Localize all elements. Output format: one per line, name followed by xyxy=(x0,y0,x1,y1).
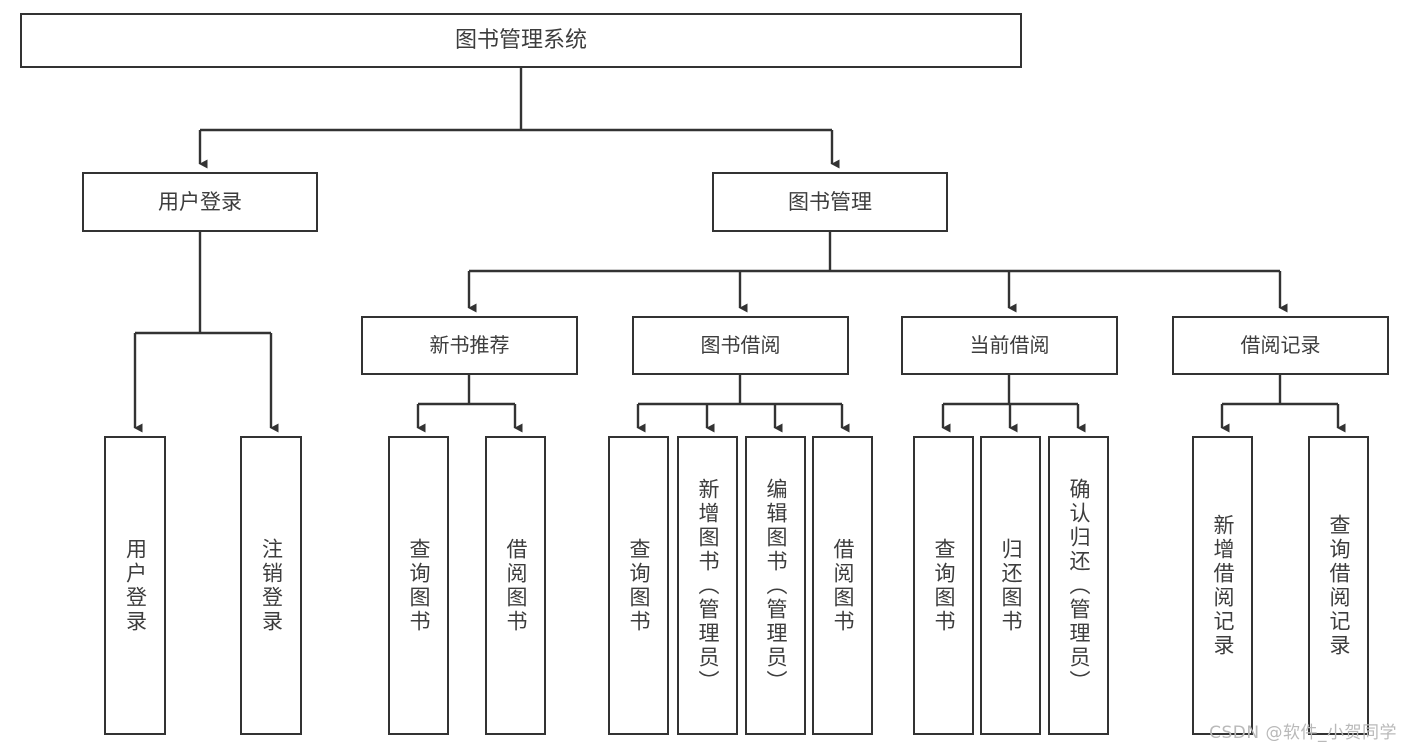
leaf-record-add[interactable]: 新增借阅记录 xyxy=(1192,436,1253,735)
leaf-recommend-query-book[interactable]: 查询图书 xyxy=(388,436,449,735)
node-user-login[interactable]: 用户登录 xyxy=(82,172,318,232)
node-current-borrow-label: 当前借阅 xyxy=(969,332,1050,357)
leaf-current-query-book[interactable]: 查询图书 xyxy=(913,436,974,735)
node-root-label: 图书管理系统 xyxy=(454,27,587,53)
leaf-borrow-query-book-label: 查询图书 xyxy=(627,537,651,634)
leaf-borrow-borrow-book[interactable]: 借阅图书 xyxy=(812,436,873,735)
leaf-user-logout-label: 注销登录 xyxy=(259,537,284,634)
leaf-record-query-label: 查询借阅记录 xyxy=(1327,513,1351,658)
leaf-recommend-query-book-label: 查询图书 xyxy=(407,537,431,634)
watermark: CSDN @软件_小贺同学 xyxy=(1209,723,1397,743)
leaf-current-return-book[interactable]: 归还图书 xyxy=(980,436,1041,735)
node-new-book-recommend-label: 新书推荐 xyxy=(429,332,510,357)
leaf-user-logout[interactable]: 注销登录 xyxy=(240,436,302,735)
leaf-borrow-add-book-label: 新增图书（管理员） xyxy=(696,477,720,694)
node-book-management-label: 图书管理 xyxy=(788,189,872,214)
node-borrow-record-label: 借阅记录 xyxy=(1240,332,1321,357)
leaf-borrow-add-book[interactable]: 新增图书（管理员） xyxy=(677,436,738,735)
node-book-borrow[interactable]: 图书借阅 xyxy=(632,316,849,375)
leaf-user-login-label: 用户登录 xyxy=(123,537,148,634)
leaf-borrow-edit-book[interactable]: 编辑图书（管理员） xyxy=(745,436,806,735)
leaf-borrow-borrow-book-label: 借阅图书 xyxy=(831,537,855,634)
leaf-record-query[interactable]: 查询借阅记录 xyxy=(1308,436,1369,735)
leaf-record-add-label: 新增借阅记录 xyxy=(1211,513,1235,658)
node-borrow-record[interactable]: 借阅记录 xyxy=(1172,316,1389,375)
node-root[interactable]: 图书管理系统 xyxy=(20,13,1022,68)
leaf-borrow-edit-book-label: 编辑图书（管理员） xyxy=(764,477,788,694)
leaf-current-return-book-label: 归还图书 xyxy=(999,537,1023,634)
leaf-current-confirm-return-label: 确认归还（管理员） xyxy=(1067,477,1091,694)
node-new-book-recommend[interactable]: 新书推荐 xyxy=(361,316,578,375)
node-current-borrow[interactable]: 当前借阅 xyxy=(901,316,1118,375)
leaf-current-confirm-return[interactable]: 确认归还（管理员） xyxy=(1048,436,1109,735)
leaf-recommend-borrow-book-label: 借阅图书 xyxy=(504,537,528,634)
node-user-login-label: 用户登录 xyxy=(158,189,242,214)
leaf-recommend-borrow-book[interactable]: 借阅图书 xyxy=(485,436,546,735)
leaf-current-query-book-label: 查询图书 xyxy=(932,537,956,634)
leaf-borrow-query-book[interactable]: 查询图书 xyxy=(608,436,669,735)
node-book-management[interactable]: 图书管理 xyxy=(712,172,948,232)
node-book-borrow-label: 图书借阅 xyxy=(700,332,781,357)
leaf-user-login[interactable]: 用户登录 xyxy=(104,436,166,735)
